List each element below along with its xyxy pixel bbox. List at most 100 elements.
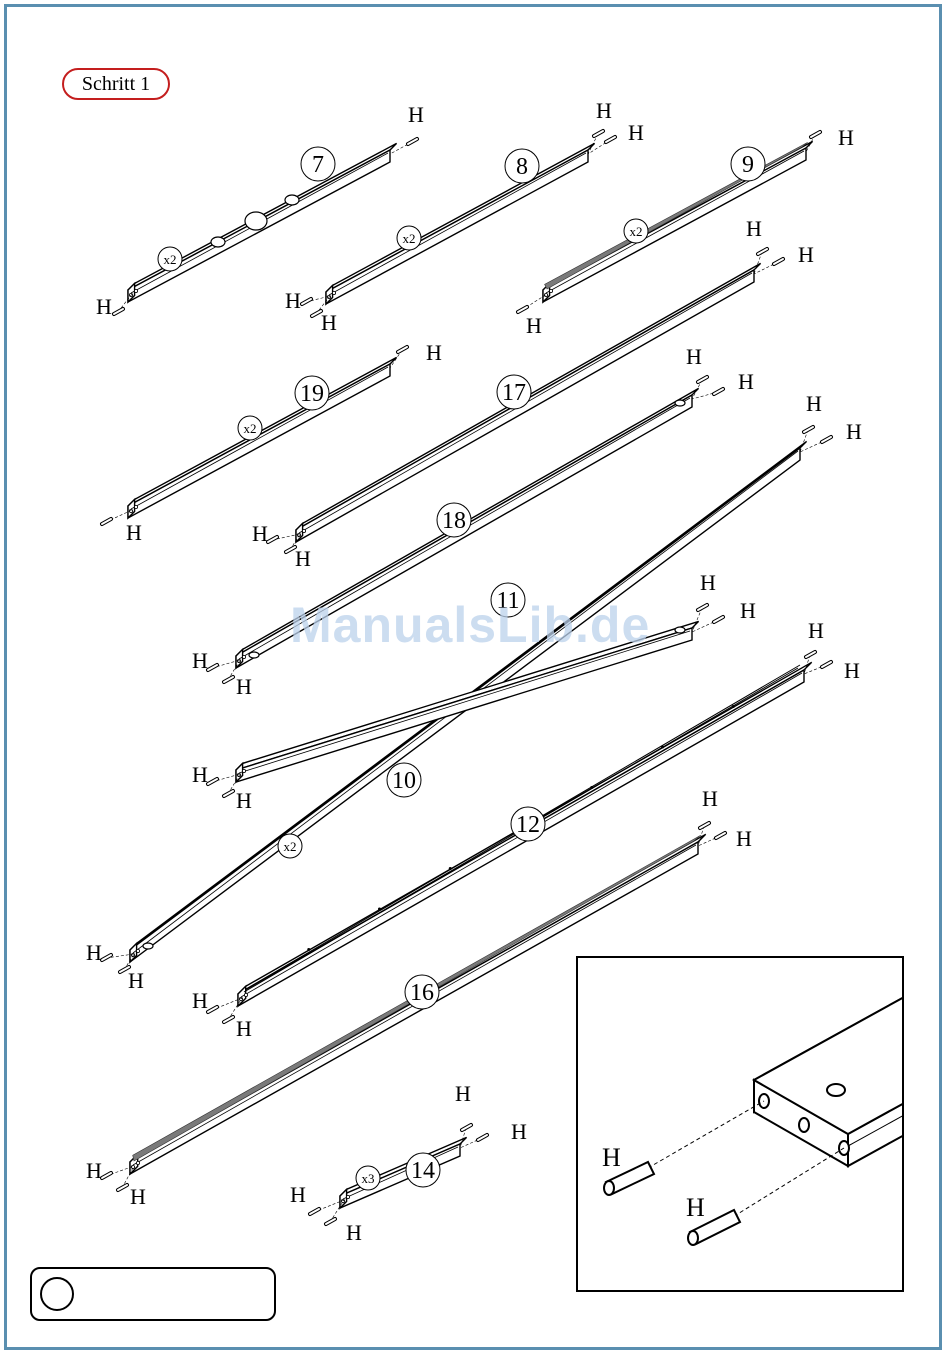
dowel-11-left-1 (224, 791, 233, 796)
dowel-label-11-1: H (236, 788, 252, 813)
step-label: Schritt 1 (62, 68, 170, 100)
dowel-16-left-0 (102, 1173, 111, 1178)
dowel-label-16-1: H (130, 1184, 146, 1209)
dowel-label-14-2: H (455, 1081, 471, 1106)
dowel-label-12-3: H (844, 658, 860, 683)
dowel-19-left-0 (102, 519, 111, 524)
dowel-14-left-1 (326, 1219, 335, 1224)
part-qty-10: x2 (278, 834, 302, 858)
dowel-9-left-0 (518, 307, 527, 312)
part-number-label-16: 16 (410, 980, 434, 1006)
dowel-label-8-3: H (628, 120, 644, 145)
dowel-label-14-3: H (511, 1119, 527, 1144)
part-number-17: 17 (497, 375, 531, 409)
dowel-9-right-0 (811, 132, 820, 137)
dowel-label-10-2: H (806, 391, 822, 416)
part-number-label-12: 12 (516, 812, 540, 838)
dowel-10-right-1 (822, 437, 831, 442)
dowel-label-18-0: H (192, 648, 208, 673)
part-number-label-7: 7 (312, 152, 324, 178)
part-qty-label-19: x2 (244, 421, 257, 436)
dowel-label-10-1: H (128, 968, 144, 993)
part-qty-label-9: x2 (630, 224, 643, 239)
dowel-label-8-1: H (321, 310, 337, 335)
dowel-label-10-0: H (86, 940, 102, 965)
dowel-label-17-1: H (295, 546, 311, 571)
dowel-7-right-0 (408, 139, 417, 144)
dowel-12-right-1 (822, 662, 831, 667)
part-qty-label-7: x2 (164, 252, 177, 267)
dowel-8-right-0 (594, 131, 603, 136)
part-9-front (543, 148, 806, 302)
dowel-8-right-1 (606, 137, 615, 142)
detail-dowel-label-2: H (686, 1193, 705, 1222)
dowel-18-right-0 (698, 377, 707, 382)
dowel-10-left-0 (102, 955, 111, 960)
dowel-label-7-1: H (408, 102, 424, 127)
dowel-16-left-1 (118, 1185, 127, 1190)
part-number-label-9: 9 (742, 152, 754, 178)
dowel-14-right-1 (478, 1135, 487, 1140)
dowel-18-left-0 (208, 665, 217, 670)
dowel-label-10-3: H (846, 419, 862, 444)
legend-circle (40, 1277, 74, 1311)
dowel-label-11-0: H (192, 762, 208, 787)
dowel-label-12-0: H (192, 988, 208, 1013)
part-9: 9 x2 (543, 141, 813, 302)
part-number-label-11: 11 (496, 588, 519, 614)
part-11-front (236, 628, 692, 782)
dowel-label-18-1: H (236, 674, 252, 699)
dowel-label-8-2: H (596, 98, 612, 123)
detail-top-hole (827, 1084, 845, 1096)
part-number-label-10: 10 (392, 768, 416, 794)
part-number-14: 14 (406, 1153, 440, 1187)
part-number-19: 19 (295, 376, 329, 410)
part-qty-label-8: x2 (403, 231, 416, 246)
dowel-11-right-0 (698, 605, 707, 610)
part-qty-label-14: x3 (362, 1171, 375, 1186)
dowel-label-19-1: H (426, 340, 442, 365)
part-number-label-17: 17 (502, 380, 526, 406)
dowel-17-right-1 (774, 259, 783, 264)
dowel-14-left-0 (310, 1209, 319, 1214)
dowel-label-17-0: H (252, 521, 268, 546)
part-number-12: 12 (511, 807, 545, 841)
part-number-18: 18 (437, 503, 471, 537)
part-number-label-18: 18 (442, 508, 466, 534)
dowel-label-16-0: H (86, 1158, 102, 1183)
part-qty-label-10: x2 (284, 839, 297, 854)
part-19-front (128, 364, 390, 518)
dowel-label-8-0: H (285, 288, 301, 313)
legend-box (30, 1267, 276, 1321)
part-number-label-14: 14 (411, 1158, 435, 1184)
dowel-12-left-1 (224, 1017, 233, 1022)
dowel-label-18-2: H (686, 344, 702, 369)
part-14: 14 x3 (340, 1137, 467, 1208)
dowel-label-9-0: H (526, 313, 542, 338)
dowel-12-left-0 (208, 1007, 217, 1012)
dowel-label-16-2: H (702, 786, 718, 811)
detail-inset: H H (576, 956, 904, 1292)
dowel-7-left-0 (114, 309, 123, 314)
part-qty-19: x2 (238, 416, 262, 440)
dowel-label-11-3: H (740, 598, 756, 623)
dowel-8-left-1 (312, 311, 321, 316)
dowel-10-right-0 (804, 427, 813, 432)
dowel-label-12-1: H (236, 1016, 252, 1041)
part-qty-9: x2 (624, 219, 648, 243)
dowel-12-right-0 (806, 652, 815, 657)
part-number-9: 9 (731, 147, 765, 181)
detail-drawing: H H (578, 958, 904, 1292)
dowel-label-14-1: H (346, 1220, 362, 1245)
dowel-label-17-3: H (798, 242, 814, 267)
dowel-label-12-2: H (808, 618, 824, 643)
part-qty-14: x3 (356, 1166, 380, 1190)
dowel-label-7-0: H (96, 294, 112, 319)
detail-dowel-label-1: H (602, 1143, 621, 1172)
dowel-label-14-0: H (290, 1182, 306, 1207)
dowel-label-18-3: H (738, 369, 754, 394)
part-qty-8: x2 (397, 226, 421, 250)
part-number-8: 8 (505, 149, 539, 183)
part-number-label-8: 8 (516, 154, 528, 180)
part-number-10: 10 (387, 763, 421, 797)
